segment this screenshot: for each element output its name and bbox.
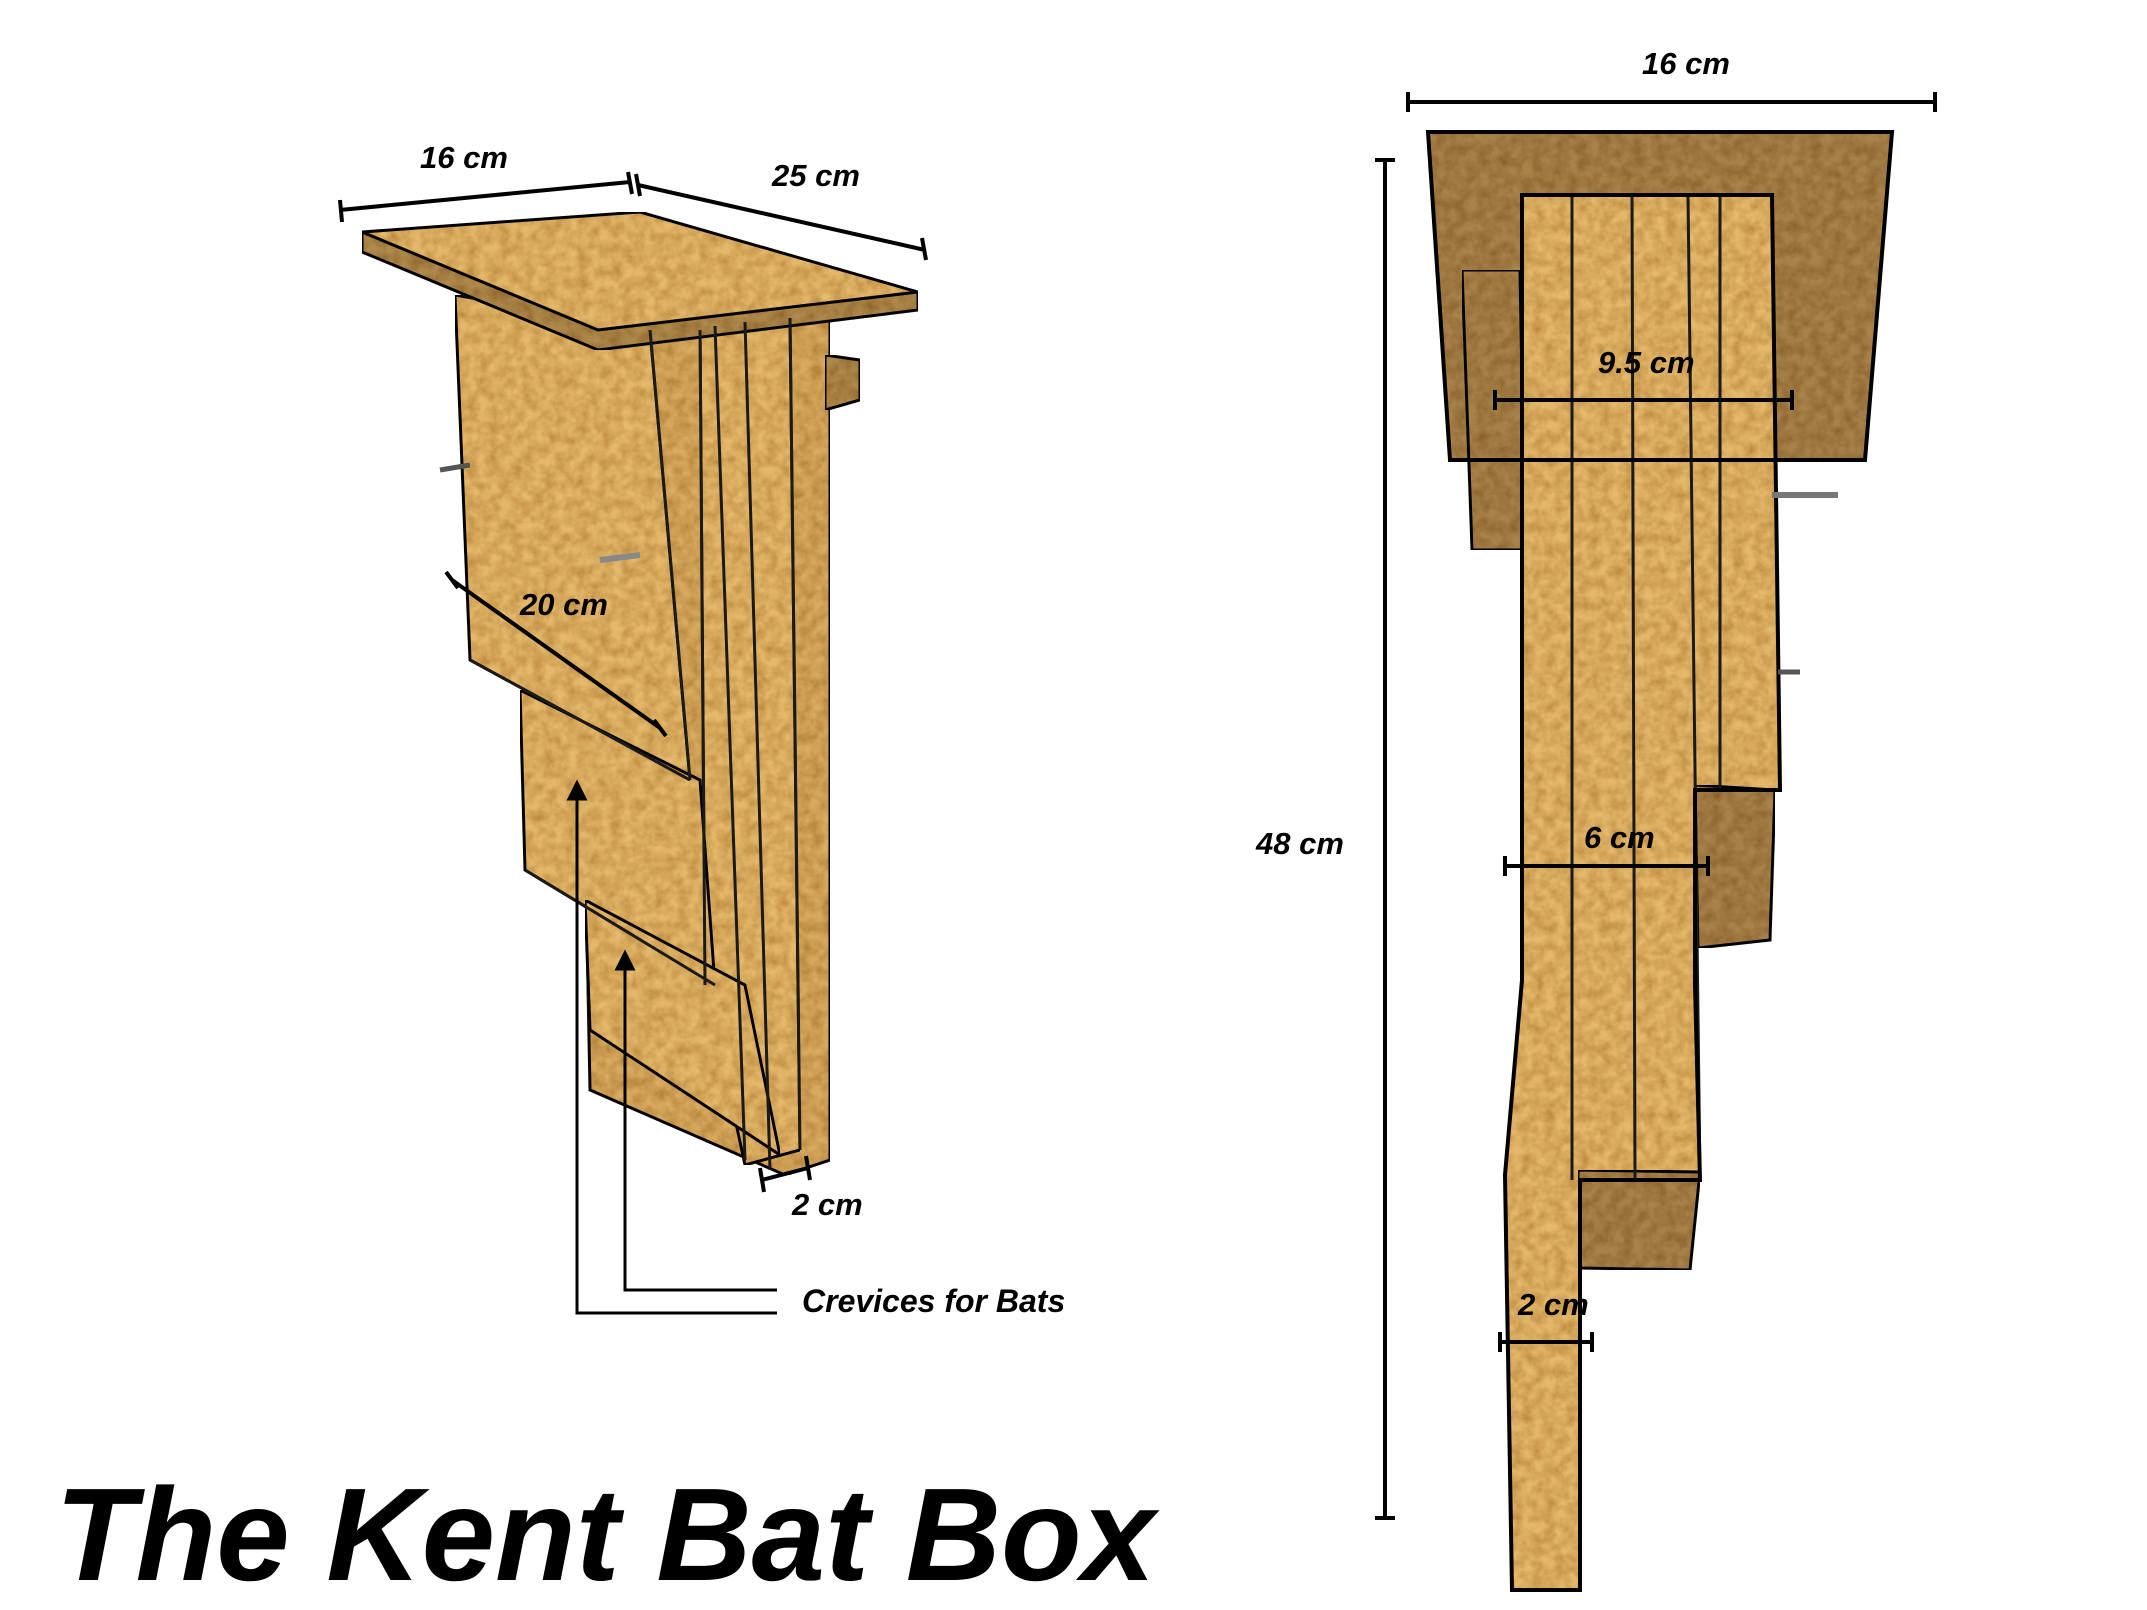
dim-front-length: 20 cm (444, 570, 668, 738)
board-lines (469, 317, 802, 1171)
side-board-lines (1570, 194, 1722, 1181)
side-block (823, 353, 862, 412)
crevices-label: Crevices for Bats (802, 1283, 1065, 1319)
upper-depth-label: 9.5 cm (1598, 345, 1695, 380)
dim-height: 48 cm (1255, 158, 1395, 1520)
dim-middle-depth: 6 cm (1503, 820, 1710, 876)
top-width-label: 16 cm (1642, 46, 1730, 81)
roof-depth-label: 25 cm (771, 158, 860, 193)
middle-depth-label: 6 cm (1584, 820, 1655, 855)
dim-roof-width: 16 cm (338, 140, 634, 223)
dim-upper-depth: 9.5 cm (1493, 345, 1794, 410)
dim-board-thickness: 2 cm (758, 1155, 863, 1222)
front-length-label: 20 cm (519, 587, 608, 622)
dim-bottom-depth: 2 cm (1498, 1287, 1594, 1352)
side-view: 16 cm 48 cm 9.5 cm 6 cm 2 cm (1255, 46, 1937, 1592)
dim-top-width: 16 cm (1406, 46, 1937, 112)
bottom-depth-label: 2 cm (1517, 1287, 1589, 1322)
page-title: The Kent Bat Box (55, 1461, 1160, 1608)
roof-width-label: 16 cm (420, 140, 508, 175)
perspective-view: 16 cm 25 cm 20 cm 2 cm Crevices for Bats (338, 140, 1065, 1319)
side-nails (1772, 492, 1838, 675)
dim-roof-depth: 25 cm (634, 158, 928, 261)
height-label: 48 cm (1255, 826, 1344, 861)
roof-edge (360, 229, 920, 352)
lower-right-block (1576, 1168, 1702, 1272)
nails (439, 462, 641, 563)
board-thickness-label: 2 cm (791, 1187, 863, 1222)
crevices-callout: Crevices for Bats (566, 779, 1065, 1319)
